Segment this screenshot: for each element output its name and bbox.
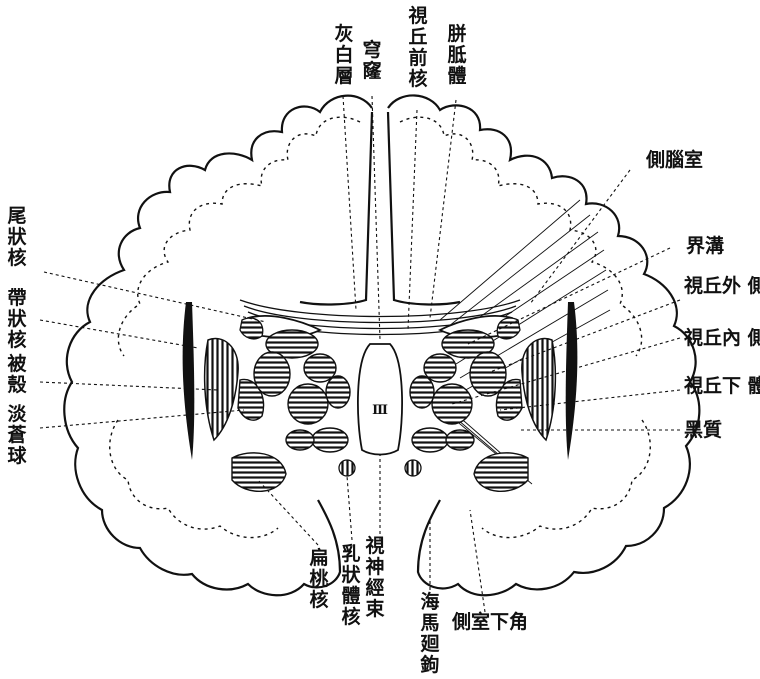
label-sulcus-terminalis: 界溝 <box>686 236 724 257</box>
label-putamen: 被 殼 <box>6 354 28 396</box>
label-lateral-thalamic-nucleus: 視丘外 側核 <box>684 276 760 297</box>
third-ventricle <box>358 344 402 455</box>
leader-lines <box>40 96 680 612</box>
claustrum-left <box>183 302 195 460</box>
label-gray-matter-layer: 灰 白 層 <box>333 24 355 87</box>
mammillary-body-left <box>339 460 355 476</box>
third-ventricle-label: Ⅲ <box>372 403 388 418</box>
caudate-left <box>240 318 263 339</box>
label-medial-thalamic-nucleus: 視丘內 側核 <box>684 328 760 349</box>
label-optic-tract: 視 神 經 束 <box>364 536 386 628</box>
amygdala-left <box>232 453 286 492</box>
claustrum-right <box>566 302 578 460</box>
thalamus-right <box>410 330 506 452</box>
label-uncus: 海 馬 廻 鉤 <box>419 592 441 676</box>
mammillary-body-right <box>405 460 421 476</box>
label-subthalamic-body: 視丘下 體 <box>684 376 760 397</box>
thalamus-left <box>254 330 350 452</box>
label-substantia-nigra: 黑質 <box>684 420 722 441</box>
label-fornix: 穹 窿 <box>361 40 383 82</box>
label-amygdala: 扁 桃 核 <box>308 548 330 611</box>
label-globus-pallidus: 淡 蒼 球 <box>6 404 28 467</box>
label-mammillary-nucleus: 乳 狀 體 核 <box>340 544 362 628</box>
label-claustrum: 帶 狀 核 <box>6 288 28 351</box>
label-corpus-callosum: 胼 胝 體 <box>446 24 468 87</box>
label-group-mammillary-optic: 視 神 經 束 乳 狀 體 核 <box>340 536 386 628</box>
label-anterior-thalamic-nucleus: 視 丘 前 核 <box>407 6 429 90</box>
label-lateral-ventricle: 側腦室 <box>646 150 703 171</box>
label-caudate-nucleus: 尾 狀 核 <box>6 206 28 269</box>
amygdala-right <box>474 453 528 492</box>
label-inferior-horn-lateral-ventricle: 側室下角 <box>452 612 528 633</box>
